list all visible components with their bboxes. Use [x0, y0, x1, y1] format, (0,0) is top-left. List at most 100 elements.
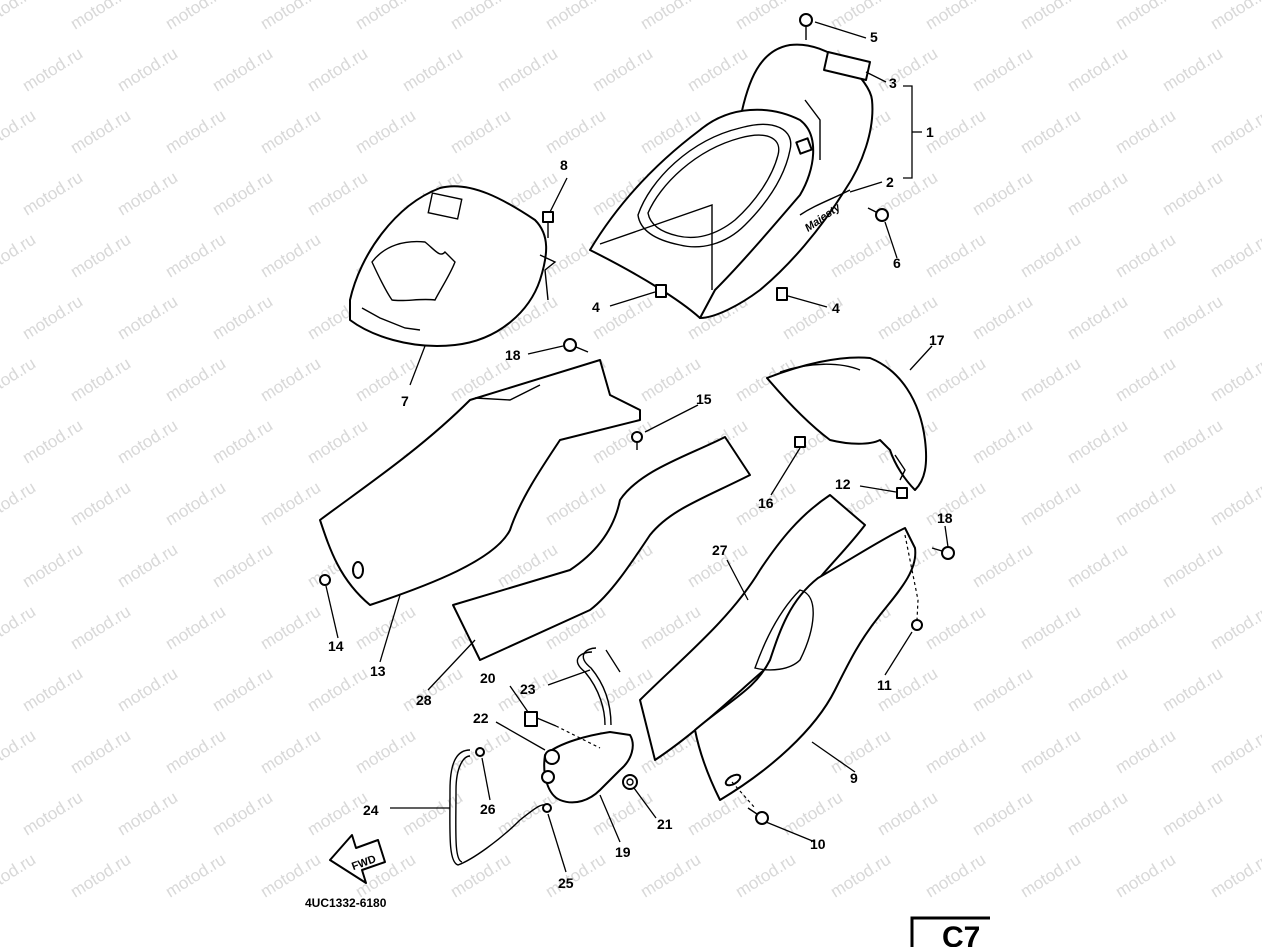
watermark-text: motod.ru [19, 416, 86, 468]
watermark-text: motod.ru [874, 788, 941, 840]
watermark-text: motod.ru [1064, 540, 1131, 592]
watermark-text: motod.ru [637, 602, 704, 654]
watermark-text: motod.ru [494, 44, 561, 96]
callout-19: 19 [615, 844, 631, 860]
watermark-text: motod.ru [1159, 292, 1226, 344]
watermark-text: motod.ru [257, 0, 324, 33]
watermark-text: motod.ru [1017, 726, 1084, 778]
watermark-text: motod.ru [0, 106, 39, 158]
watermark-text: motod.ru [542, 850, 609, 902]
callout-5: 5 [870, 29, 878, 45]
watermark-text: motod.ru [162, 0, 229, 33]
watermark-text: motod.ru [1064, 664, 1131, 716]
watermark-text: motod.ru [209, 416, 276, 468]
callout-1: 1 [926, 124, 934, 140]
watermark-text: motod.ru [67, 0, 134, 33]
watermark-text: motod.ru [1112, 726, 1179, 778]
watermark-text: motod.ru [304, 664, 371, 716]
callout-24: 24 [363, 802, 379, 818]
watermark-text: motod.ru [352, 726, 419, 778]
watermark-text: motod.ru [542, 478, 609, 530]
callout-20: 20 [480, 670, 496, 686]
reservoir-part-19 [541, 731, 634, 804]
watermark-text: motod.ru [162, 354, 229, 406]
watermark-text: motod.ru [352, 0, 419, 33]
watermark-text: motod.ru [19, 44, 86, 96]
watermark-text: motod.ru [114, 292, 181, 344]
watermark-text: motod.ru [447, 850, 514, 902]
watermark-text: motod.ru [969, 44, 1036, 96]
watermark-text: motod.ru [0, 726, 39, 778]
callout-4-right: 4 [832, 300, 840, 316]
watermark-text: motod.ru [1017, 354, 1084, 406]
callout-11: 11 [877, 677, 892, 693]
watermark-text: motod.ru [1112, 850, 1179, 902]
watermark-text: motod.ru [1017, 230, 1084, 282]
watermark-text: motod.ru [684, 44, 751, 96]
watermark-text: motod.ru [114, 788, 181, 840]
watermark-text: motod.ru [732, 0, 799, 33]
watermark-text: motod.ru [0, 478, 39, 530]
watermark-text: motod.ru [114, 416, 181, 468]
watermark-text: motod.ru [257, 602, 324, 654]
watermark-text: motod.ru [1017, 850, 1084, 902]
callout-12: 12 [835, 476, 851, 492]
callout-14: 14 [328, 638, 344, 654]
watermark-text: motod.ru [162, 850, 229, 902]
callout-21: 21 [657, 816, 673, 832]
clip-part-15 [631, 431, 643, 450]
watermark-text: motod.ru [67, 230, 134, 282]
watermark-text: motod.ru [969, 540, 1036, 592]
watermark-text: motod.ru [114, 540, 181, 592]
watermark-text: motod.ru [447, 106, 514, 158]
watermark-text: motod.ru [637, 850, 704, 902]
screw-part-6 [867, 207, 889, 222]
watermark-text: motod.ru [209, 292, 276, 344]
diagram-code: 4UC1332-6180 [305, 896, 387, 910]
watermark-text: motod.ru [542, 0, 609, 33]
watermark-text: motod.ru [257, 850, 324, 902]
watermark-text: motod.ru [67, 602, 134, 654]
watermark-text: motod.ru [209, 664, 276, 716]
watermark-text: motod.ru [922, 726, 989, 778]
watermark-text: motod.ru [1207, 0, 1262, 33]
hose-part-23 [576, 647, 612, 726]
watermark-text: motod.ru [827, 726, 894, 778]
watermark-text: motod.ru [922, 230, 989, 282]
watermark-text: motod.ru [257, 354, 324, 406]
watermark-text: motod.ru [874, 44, 941, 96]
watermark-text: motod.ru [0, 354, 39, 406]
watermark-text: motod.ru [0, 230, 39, 282]
watermark-text: motod.ru [1017, 478, 1084, 530]
watermark-text: motod.ru [969, 664, 1036, 716]
leader-lines [325, 21, 949, 873]
callout-23: 23 [520, 681, 536, 697]
side-cover-part-13 [319, 359, 641, 606]
watermark-text: motod.ru [257, 106, 324, 158]
watermark-text: motod.ru [304, 788, 371, 840]
callout-9: 9 [850, 770, 858, 786]
watermark-text: motod.ru [637, 354, 704, 406]
watermark-text: motod.ru [969, 416, 1036, 468]
watermark-text: motod.ru [1112, 478, 1179, 530]
hose-part-24 [449, 749, 549, 866]
callout-labels: 5 3 1 2 6 8 4 4 7 18 15 17 16 12 18 27 1… [328, 29, 953, 891]
watermark-text: motod.ru [257, 230, 324, 282]
inner-panel-part-27 [639, 494, 866, 761]
watermark-text: motod.ru [922, 0, 989, 33]
watermark-text: motod.ru [969, 292, 1036, 344]
watermark-text: motod.ru [304, 416, 371, 468]
watermark-text: motod.ru [1112, 354, 1179, 406]
watermark-text: motod.ru [589, 788, 656, 840]
callout-2: 2 [886, 174, 894, 190]
watermark-text: motod.ru [1159, 44, 1226, 96]
watermark-text: motod.ru [1017, 106, 1084, 158]
nut-part-4-right [776, 287, 788, 301]
bolt-part-20 [524, 711, 557, 727]
watermark-text: motod.ru [257, 478, 324, 530]
clip-part-14 [319, 574, 331, 586]
watermark-text: motod.ru [542, 106, 609, 158]
nut-part-16 [794, 436, 806, 448]
callout-13: 13 [370, 663, 386, 679]
